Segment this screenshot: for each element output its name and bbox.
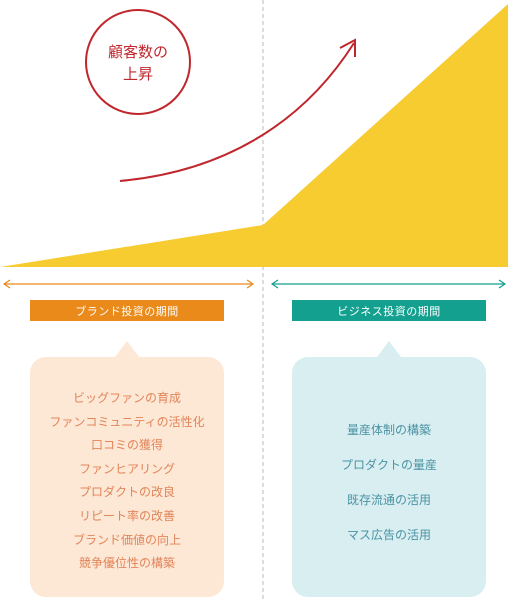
list-item: 競争優位性の構築: [78, 556, 175, 571]
list-item: ファンコミュニティの活性化: [49, 414, 205, 429]
growth-label-line2: 上昇: [123, 65, 153, 83]
list-item: プロダクトの量産: [340, 458, 437, 472]
growth-label-line1: 顧客数の: [108, 43, 168, 61]
list-item: 既存流通の活用: [346, 493, 431, 507]
list-item: ファンヒアリング: [78, 461, 175, 476]
list-item: ブランド価値の向上: [72, 532, 181, 547]
growth-area: [0, 4, 508, 267]
brand-phase-bubble: ビッグファンの育成 ファンコミュニティの活性化 口コミの獲得 ファンヒアリング …: [30, 341, 224, 597]
business-item-list: 量産体制の構築 プロダクトの量産 既存流通の活用 マス広告の活用: [292, 357, 486, 553]
list-item: リピート率の改善: [78, 508, 175, 523]
list-item: ビッグファンの育成: [72, 391, 181, 405]
brand-span-arrow: [2, 279, 255, 289]
business-phase-bubble: 量産体制の構築 プロダクトの量産 既存流通の活用 マス広告の活用: [292, 341, 486, 597]
growth-arrowhead-icon: [339, 38, 356, 57]
growth-label-circle: [85, 9, 191, 115]
list-item: マス広告の活用: [346, 528, 431, 542]
brand-item-list: ビッグファンの育成 ファンコミュニティの活性化 口コミの獲得 ファンヒアリング …: [30, 357, 224, 576]
list-item: プロダクトの改良: [78, 485, 175, 500]
growth-arrow: [119, 42, 355, 182]
business-span-arrow: [270, 279, 507, 289]
list-item: 量産体制の構築: [346, 423, 431, 437]
list-item: 口コミの獲得: [90, 438, 163, 453]
business-phase-label: ビジネス投資の期間: [292, 300, 486, 321]
brand-phase-label: ブランド投資の期間: [30, 300, 224, 321]
